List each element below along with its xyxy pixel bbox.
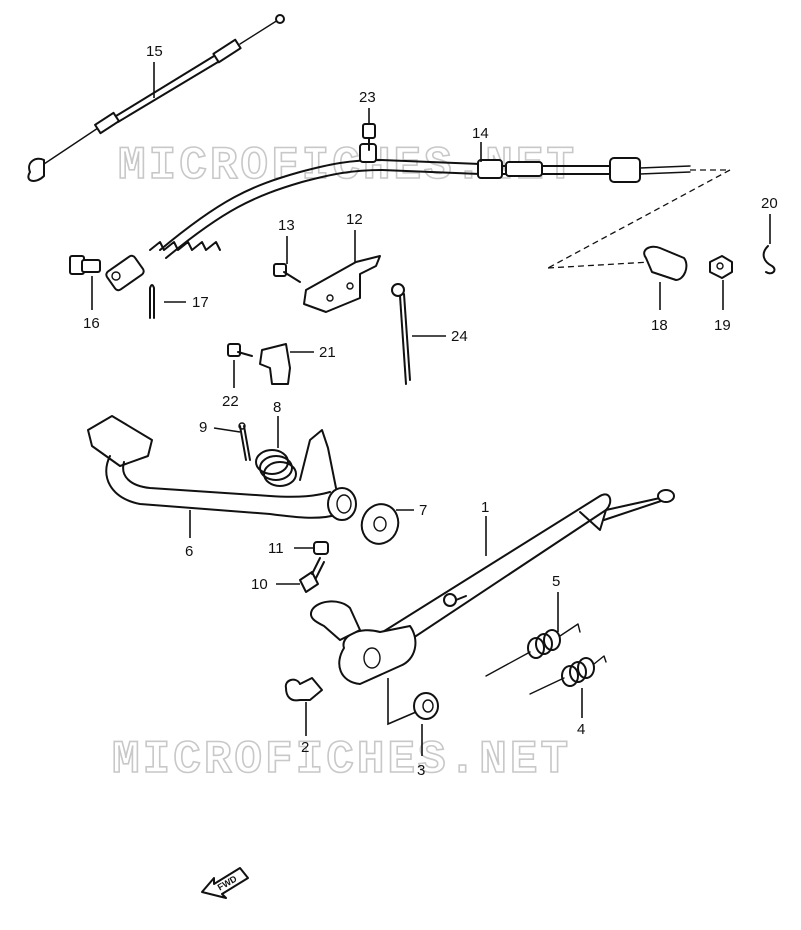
callout-3: 3	[417, 762, 425, 779]
part-8-spring[interactable]	[255, 449, 297, 487]
part-20-clip[interactable]	[762, 245, 776, 275]
callout-11: 11	[268, 540, 284, 557]
part-9-pin[interactable]	[238, 422, 251, 461]
callout-7: 7	[419, 502, 427, 519]
callout-12: 12	[346, 211, 363, 228]
callout-10: 10	[251, 576, 268, 593]
part-19-nut[interactable]	[709, 255, 733, 279]
part-7-washer[interactable]	[356, 499, 404, 549]
part-18-sleeve[interactable]	[643, 245, 688, 281]
part-5-spring[interactable]	[485, 623, 581, 677]
part-1-side-stand[interactable]	[310, 489, 675, 685]
callout-5: 5	[552, 573, 560, 590]
part-4-spring[interactable]	[529, 655, 607, 695]
part-22-bolt[interactable]	[227, 343, 253, 357]
callout-14: 14	[472, 125, 489, 142]
callout-20: 20	[761, 195, 778, 212]
callout-19: 19	[714, 317, 731, 334]
part-6-brake-pedal[interactable]	[87, 415, 357, 521]
callout-2: 2	[301, 739, 309, 756]
watermark-bottom: MICROFICHES.NET	[112, 734, 571, 786]
leader-lines	[91, 62, 771, 756]
part-2-bolt[interactable]	[284, 677, 323, 702]
part-11-nut[interactable]	[313, 541, 329, 555]
part-10-bolt[interactable]	[299, 557, 325, 593]
part-17-cotter-pin[interactable]	[149, 284, 155, 319]
callout-16: 16	[83, 315, 100, 332]
callout-17: 17	[192, 294, 209, 311]
part-24-rod[interactable]	[391, 283, 411, 385]
dashed-guide	[547, 169, 731, 269]
part-13-bolt[interactable]	[273, 263, 301, 283]
callout-9: 9	[199, 419, 207, 436]
callout-13: 13	[278, 217, 295, 234]
callout-8: 8	[273, 399, 281, 416]
callout-1: 1	[481, 499, 489, 516]
part-21-plate[interactable]	[259, 343, 291, 385]
callout-15: 15	[146, 43, 163, 60]
fwd-arrow-icon: FWD	[201, 867, 249, 899]
callout-18: 18	[651, 317, 668, 334]
part-12-bracket[interactable]	[303, 255, 381, 313]
part-14-brake-cable[interactable]	[105, 143, 691, 292]
part-3-nut[interactable]	[413, 692, 439, 720]
callout-24: 24	[451, 328, 468, 345]
part-16-pin[interactable]	[69, 255, 101, 275]
part-15-cable[interactable]	[27, 14, 285, 182]
callout-labels: 15 23 14 20 13 12 16 17 18 19 24 21 22 8…	[83, 43, 778, 779]
callout-4: 4	[577, 721, 585, 738]
callout-23: 23	[359, 89, 376, 106]
callout-22: 22	[222, 393, 239, 410]
callout-21: 21	[319, 344, 336, 361]
callout-6: 6	[185, 543, 193, 560]
